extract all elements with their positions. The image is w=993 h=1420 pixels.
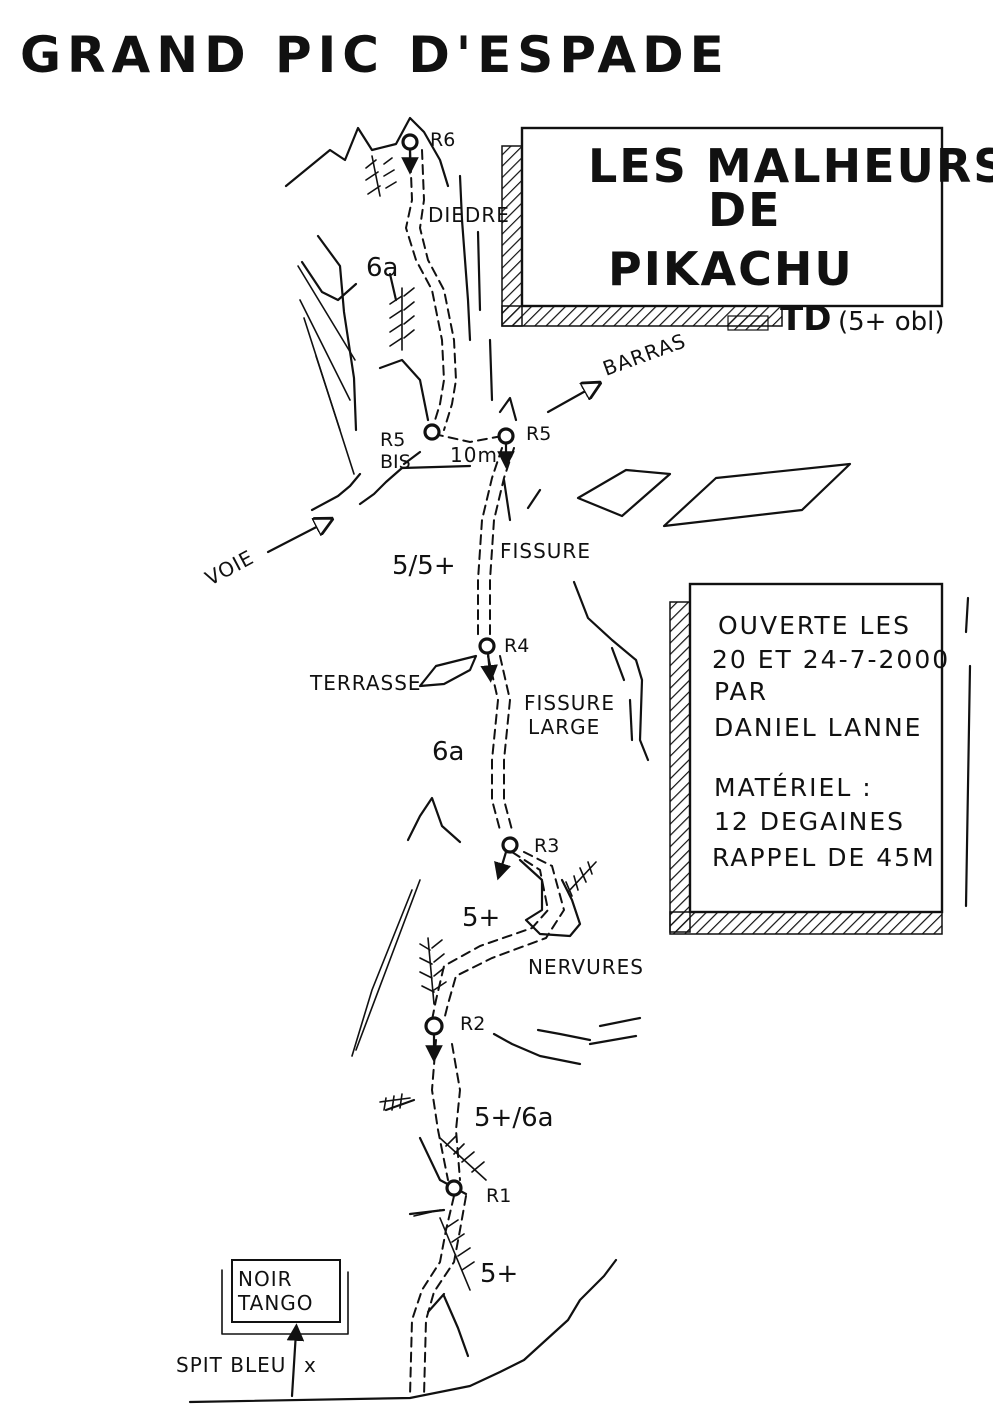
- arrow-barras-label: BARRAS: [600, 328, 690, 380]
- relay-label-r1: R1: [486, 1185, 511, 1207]
- info-line-4: DANIEL LANNE: [714, 713, 922, 742]
- info-line-1: OUVERTE LES: [718, 611, 911, 640]
- station-r5bis: [423, 423, 441, 441]
- info-line-2: 20 ET 24-7-2000: [712, 645, 950, 674]
- relay-label-r6: R6: [430, 129, 455, 151]
- box-edge-mark: [964, 596, 970, 634]
- relay-label-r5bis-suffix: BIS: [380, 451, 411, 473]
- feature-diedre: DIEDRE: [428, 203, 510, 227]
- route-grade: TD: [780, 299, 831, 339]
- grade-pitch-5: 5/5+: [392, 551, 456, 581]
- neighbour-route-line1: NOIR: [238, 1267, 293, 1291]
- arrow-voie-label: VOIE: [201, 545, 258, 590]
- hatched-marker: [727, 315, 769, 331]
- relay-label-r4: R4: [504, 635, 529, 657]
- grade-pitch-6: 6a: [366, 253, 398, 283]
- relay-label-r3: R3: [534, 835, 559, 857]
- rock-outlines: [188, 116, 852, 1404]
- station-r1: [445, 1179, 463, 1197]
- route-grade-detail: (5+ obl): [838, 307, 945, 337]
- relay-label-r5: R5: [526, 423, 551, 445]
- feature-fissure-large-1: FISSURE: [524, 691, 615, 715]
- neighbour-route-line2: TANGO: [237, 1291, 314, 1315]
- arrow-barras: [546, 384, 598, 414]
- page-title: GRAND PIC D'ESPADE: [20, 26, 730, 84]
- feature-nervures: NERVURES: [528, 955, 644, 979]
- station-r2: [424, 1016, 444, 1036]
- feature-fissure-large-2: LARGE: [528, 715, 600, 739]
- info-line-6: MATÉRIEL :: [714, 773, 873, 802]
- relay-label-r5bis: R5: [380, 429, 405, 451]
- station-r4: [478, 637, 496, 655]
- start-label: SPIT BLEU: [176, 1353, 286, 1377]
- route-name-line2: DE: [708, 183, 782, 237]
- info-line-7: 12 DEGAINES: [714, 807, 905, 836]
- grade-pitch-1: 5+: [480, 1259, 518, 1289]
- feature-terrasse: TERRASSE: [309, 671, 422, 695]
- info-line-3: PAR: [714, 677, 768, 706]
- arrow-voie: [266, 520, 330, 554]
- feature-fissure: FISSURE: [500, 539, 591, 563]
- route-name-line3: PIKACHU: [608, 242, 854, 296]
- relay-label-r2: R2: [460, 1013, 485, 1035]
- info-box: OUVERTE LES 20 ET 24-7-2000 PAR DANIEL L…: [669, 582, 950, 935]
- grade-pitch-2: 5+/6a: [474, 1103, 554, 1133]
- belay-stations: [401, 133, 519, 1197]
- arrow-noir-tango: [286, 1323, 305, 1398]
- grade-pitch-4: 6a: [432, 737, 464, 767]
- rock-hatching: [365, 155, 597, 1291]
- neighbour-route-box: NOIR TANGO: [221, 1259, 349, 1335]
- route-name-box: LES MALHEURS DE PIKACHU: [501, 126, 993, 327]
- grade-pitch-3: 5+: [462, 903, 500, 933]
- station-r3: [501, 836, 519, 854]
- info-line-8: RAPPEL DE 45M: [712, 843, 936, 872]
- route-name-line1: LES MALHEURS: [588, 139, 993, 193]
- start-mark: x: [304, 1353, 317, 1377]
- station-r6: [401, 133, 419, 151]
- station-r5: [497, 427, 515, 445]
- box-edge-mark: [964, 664, 972, 908]
- route-line: [404, 147, 566, 1397]
- feature-ten-m: 10m: [450, 443, 498, 467]
